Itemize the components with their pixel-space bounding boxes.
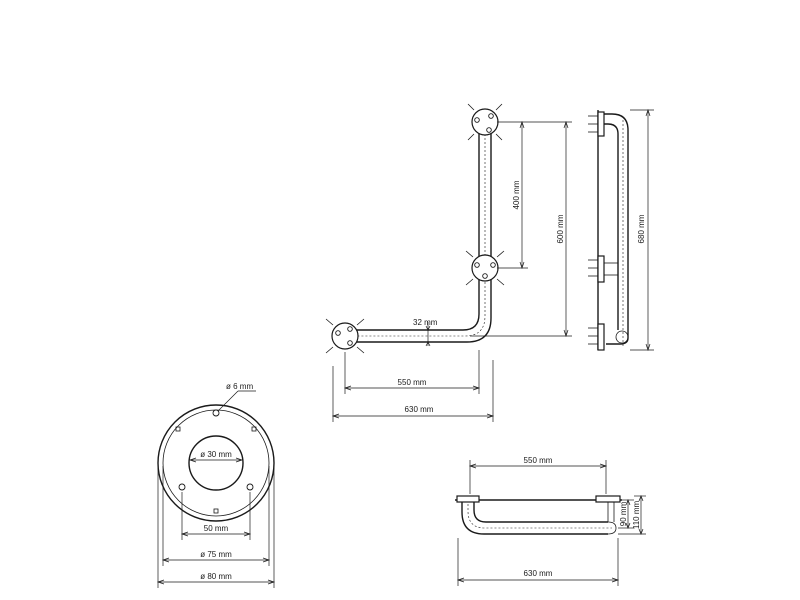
label-projection-large: 110 mm	[632, 501, 641, 530]
label-outer-diameter: ø 80 mm	[200, 572, 232, 581]
flange-view: ø 6 mm ø 30 mm 50 mm ø 75 mm	[156, 382, 276, 588]
side-view: 680 mm	[588, 108, 654, 352]
end-flange	[325, 318, 365, 354]
label-top-inner-length: 550 mm	[524, 456, 553, 465]
label-side-height: 680 mm	[637, 214, 646, 243]
top-view: 550 mm 630 mm 90 mm 110 mm	[455, 456, 646, 586]
top-total-length-dimension: 630 mm	[456, 538, 620, 586]
label-center-hole: ø 30 mm	[200, 450, 232, 459]
tube-centerline	[333, 110, 486, 337]
flange-inner-circle	[162, 409, 270, 517]
locator-bottom	[213, 508, 219, 514]
top-flange	[467, 103, 503, 141]
grab-bar-tube-inner	[345, 122, 480, 331]
label-horizontal-inner: 550 mm	[398, 378, 427, 387]
flange-outer-circle	[157, 404, 275, 522]
top-tube-outer	[461, 500, 608, 535]
label-vertical-total: 600 mm	[556, 214, 565, 243]
top-left-bracket	[456, 495, 480, 503]
screw-hole-top	[212, 409, 220, 417]
screw-hole-leader: ø 6 mm	[217, 382, 256, 412]
top-tube-end-cap	[607, 521, 617, 535]
grab-bar-tube-outer	[345, 122, 492, 343]
top-projection-small-dimension: 90 mm	[618, 499, 634, 529]
label-top-total-length: 630 mm	[524, 569, 553, 578]
label-screw-hole: ø 6 mm	[226, 382, 253, 391]
label-inner-diameter: ø 75 mm	[200, 550, 232, 559]
top-right-bracket	[595, 495, 621, 503]
center-hole-dimension: ø 30 mm	[188, 450, 244, 463]
locator-right	[251, 426, 257, 432]
side-tube-outer	[598, 113, 629, 345]
top-tube-inner	[473, 500, 608, 523]
side-lower-bracket	[588, 323, 629, 351]
screw-hole-left	[178, 483, 186, 491]
label-hole-spacing: 50 mm	[204, 524, 229, 533]
inner-diameter-dimension: ø 75 mm	[161, 466, 271, 566]
label-vertical-upper: 400 mm	[512, 180, 521, 209]
vertical-total-dimension: 600 mm	[470, 120, 572, 338]
screw-hole-right	[246, 483, 254, 491]
top-projection-large-dimension: 110 mm	[618, 495, 646, 535]
horizontal-total-dimension: 630 mm	[331, 360, 495, 422]
top-inner-length-dimension: 550 mm	[468, 456, 608, 494]
locator-left	[175, 426, 181, 432]
label-horizontal-total: 630 mm	[405, 405, 434, 414]
label-tube-diameter: 32 mm	[413, 318, 438, 327]
label-projection-small: 90 mm	[619, 501, 628, 526]
top-tube-centerline	[467, 496, 612, 529]
side-top-bracket	[588, 111, 605, 137]
hole-spacing-dimension: 50 mm	[180, 492, 252, 540]
tube-diameter-dimension: 32 mm	[413, 318, 438, 347]
vertical-upper-dimension: 400 mm	[497, 120, 528, 270]
side-height-dimension: 680 mm	[630, 108, 654, 352]
front-view: 32 mm 400 mm 600 mm 550 mm	[325, 103, 572, 422]
side-tube-inner	[598, 123, 619, 330]
outer-diameter-dimension: ø 80 mm	[156, 466, 276, 588]
side-middle-bracket	[588, 255, 619, 283]
horizontal-inner-dimension: 550 mm	[343, 350, 481, 394]
flange-center-hole	[188, 435, 244, 491]
